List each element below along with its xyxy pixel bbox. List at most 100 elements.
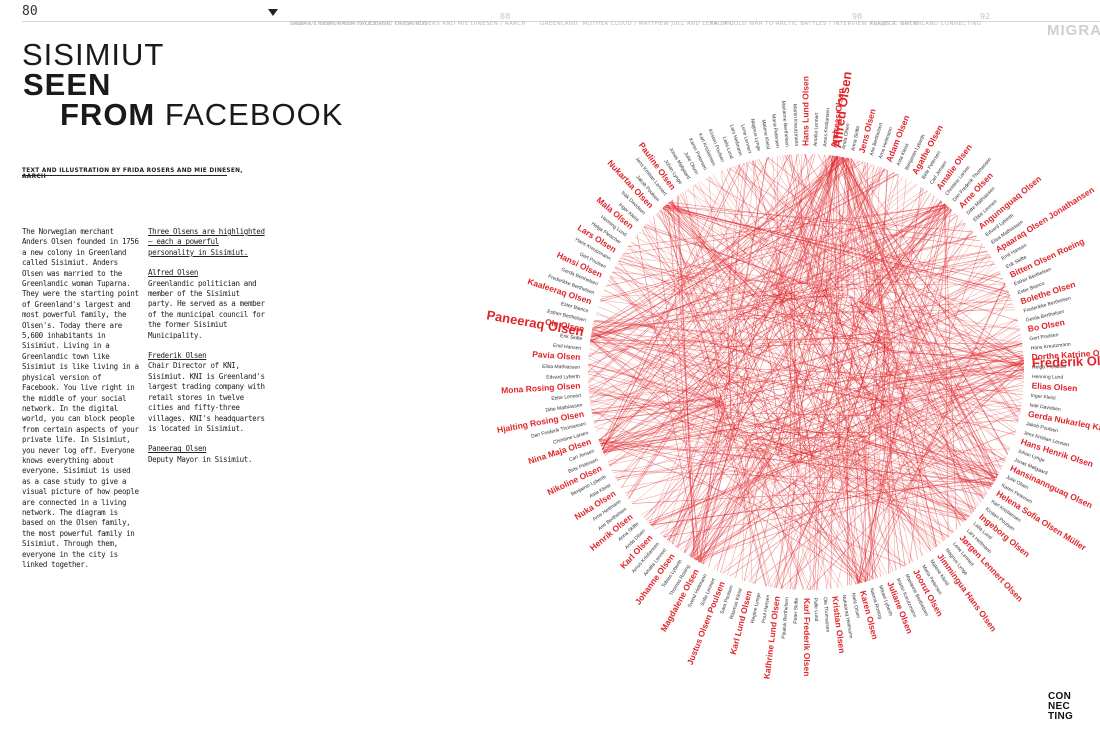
inner-edge	[842, 323, 880, 453]
network-edge	[870, 261, 995, 432]
network-edge	[809, 459, 942, 544]
network-edge	[807, 254, 990, 285]
node-label: Mona Rosing Olsen	[501, 380, 581, 395]
inner-edge	[816, 284, 866, 437]
highlighted-node-label: Paneeraq Olsen	[485, 307, 584, 339]
network-edge	[886, 405, 978, 507]
network-edge	[893, 340, 1022, 364]
network-edge	[888, 403, 1006, 461]
nav-item-0[interactable]: Urban environments/Oceanic overview	[290, 21, 428, 27]
network-edge	[667, 203, 697, 561]
inner-edge	[852, 297, 893, 358]
person-name-paneeraq: Paneeraq Olsen	[148, 444, 207, 454]
network-edge	[661, 208, 1004, 280]
inner-edge	[777, 285, 821, 456]
inner-edge	[731, 324, 816, 460]
inner-edge	[717, 287, 832, 368]
inner-edge	[770, 291, 881, 419]
network-edge	[909, 208, 951, 564]
network-edge	[893, 383, 991, 489]
network-edge	[869, 311, 1010, 451]
network-edge	[892, 363, 1024, 390]
network-edge	[598, 439, 970, 517]
nav-item-1[interactable]: Sisimiut seen from Facebook/ Frida Roser…	[290, 21, 526, 27]
node-label: Isak Davidsen	[1029, 402, 1061, 413]
network-edge	[601, 153, 814, 450]
network-edge	[693, 366, 1025, 560]
network-edge	[708, 176, 722, 349]
network-edge	[752, 160, 766, 294]
network-edge	[588, 325, 732, 356]
network-edge	[626, 371, 719, 497]
network-edge	[859, 302, 1021, 331]
network-edge	[600, 166, 732, 447]
network-edge	[892, 388, 1024, 392]
node-label: Amalia Lennert	[813, 112, 820, 146]
network-edge	[806, 442, 859, 591]
title-line-3-bold: FROM	[60, 97, 156, 132]
network-edge	[815, 167, 883, 285]
node-label: Poul Hansen	[761, 594, 772, 623]
network-edge	[799, 168, 886, 285]
inner-edge	[737, 316, 759, 447]
network-edge	[727, 411, 839, 588]
network-edge	[589, 399, 747, 437]
network-edge	[590, 298, 758, 405]
network-edge	[822, 458, 970, 517]
inner-edge	[777, 290, 841, 456]
inner-edge	[717, 285, 825, 373]
node-label: Anda Olsen	[841, 123, 851, 150]
network-edge	[821, 458, 1003, 467]
inner-edge	[806, 283, 895, 377]
inner-edge	[735, 424, 866, 437]
network-edge	[893, 343, 1023, 376]
network-edge	[883, 330, 961, 526]
network-edge	[866, 186, 922, 582]
inner-edge	[789, 285, 863, 440]
node-label: Elisa Mathiassen	[542, 364, 580, 371]
nav-item-3[interactable]: From cold war to arctic battles / Interv…	[710, 21, 918, 27]
network-edge	[774, 162, 869, 290]
inner-edge	[745, 399, 890, 437]
credit-divider	[22, 175, 227, 176]
node-label: Erik Skifte	[560, 333, 583, 342]
network-edge	[626, 351, 721, 497]
inner-edge	[788, 409, 886, 459]
network-edge	[649, 355, 720, 524]
inner-edge	[873, 315, 894, 386]
inner-edge	[848, 295, 886, 410]
network-edge	[830, 456, 976, 510]
network-edge	[596, 311, 719, 379]
inner-edge	[791, 381, 894, 459]
inner-edge	[739, 285, 789, 430]
network-edge	[662, 207, 767, 587]
network-edge	[621, 255, 816, 285]
node-label: Ebbe Lennert	[551, 393, 582, 402]
network-edge	[692, 185, 719, 371]
inner-edge	[720, 283, 804, 350]
network-edge	[592, 403, 725, 415]
network-edge	[722, 359, 1024, 574]
section-nav: Urban environments/Oceanic overview 88 S…	[290, 10, 1100, 39]
inner-edge	[745, 308, 876, 426]
inner-edge	[765, 293, 890, 344]
network-edge	[847, 449, 898, 571]
node-label: Pipaluk Berthelsen	[781, 597, 790, 639]
nav-item-4[interactable]: Project: Greenland connecting	[870, 21, 982, 27]
network-edge	[590, 339, 875, 580]
network-edge	[705, 178, 1025, 372]
inner-edge	[811, 284, 879, 423]
network-edge	[733, 166, 824, 286]
inner-edge	[750, 381, 894, 441]
inner-edge	[718, 294, 848, 383]
inner-edge	[781, 287, 875, 428]
network-edge	[659, 456, 829, 534]
network-edge	[667, 203, 767, 587]
nav-item-2[interactable]: Greenland, mother cloud / Matthew Jull a…	[540, 21, 734, 27]
network-edge	[854, 329, 1020, 446]
node-label: Inger Kleist	[1030, 393, 1056, 402]
network-edge	[893, 284, 1006, 374]
network-edge	[703, 459, 819, 565]
network-edge	[591, 412, 784, 458]
network-edge	[591, 352, 721, 412]
